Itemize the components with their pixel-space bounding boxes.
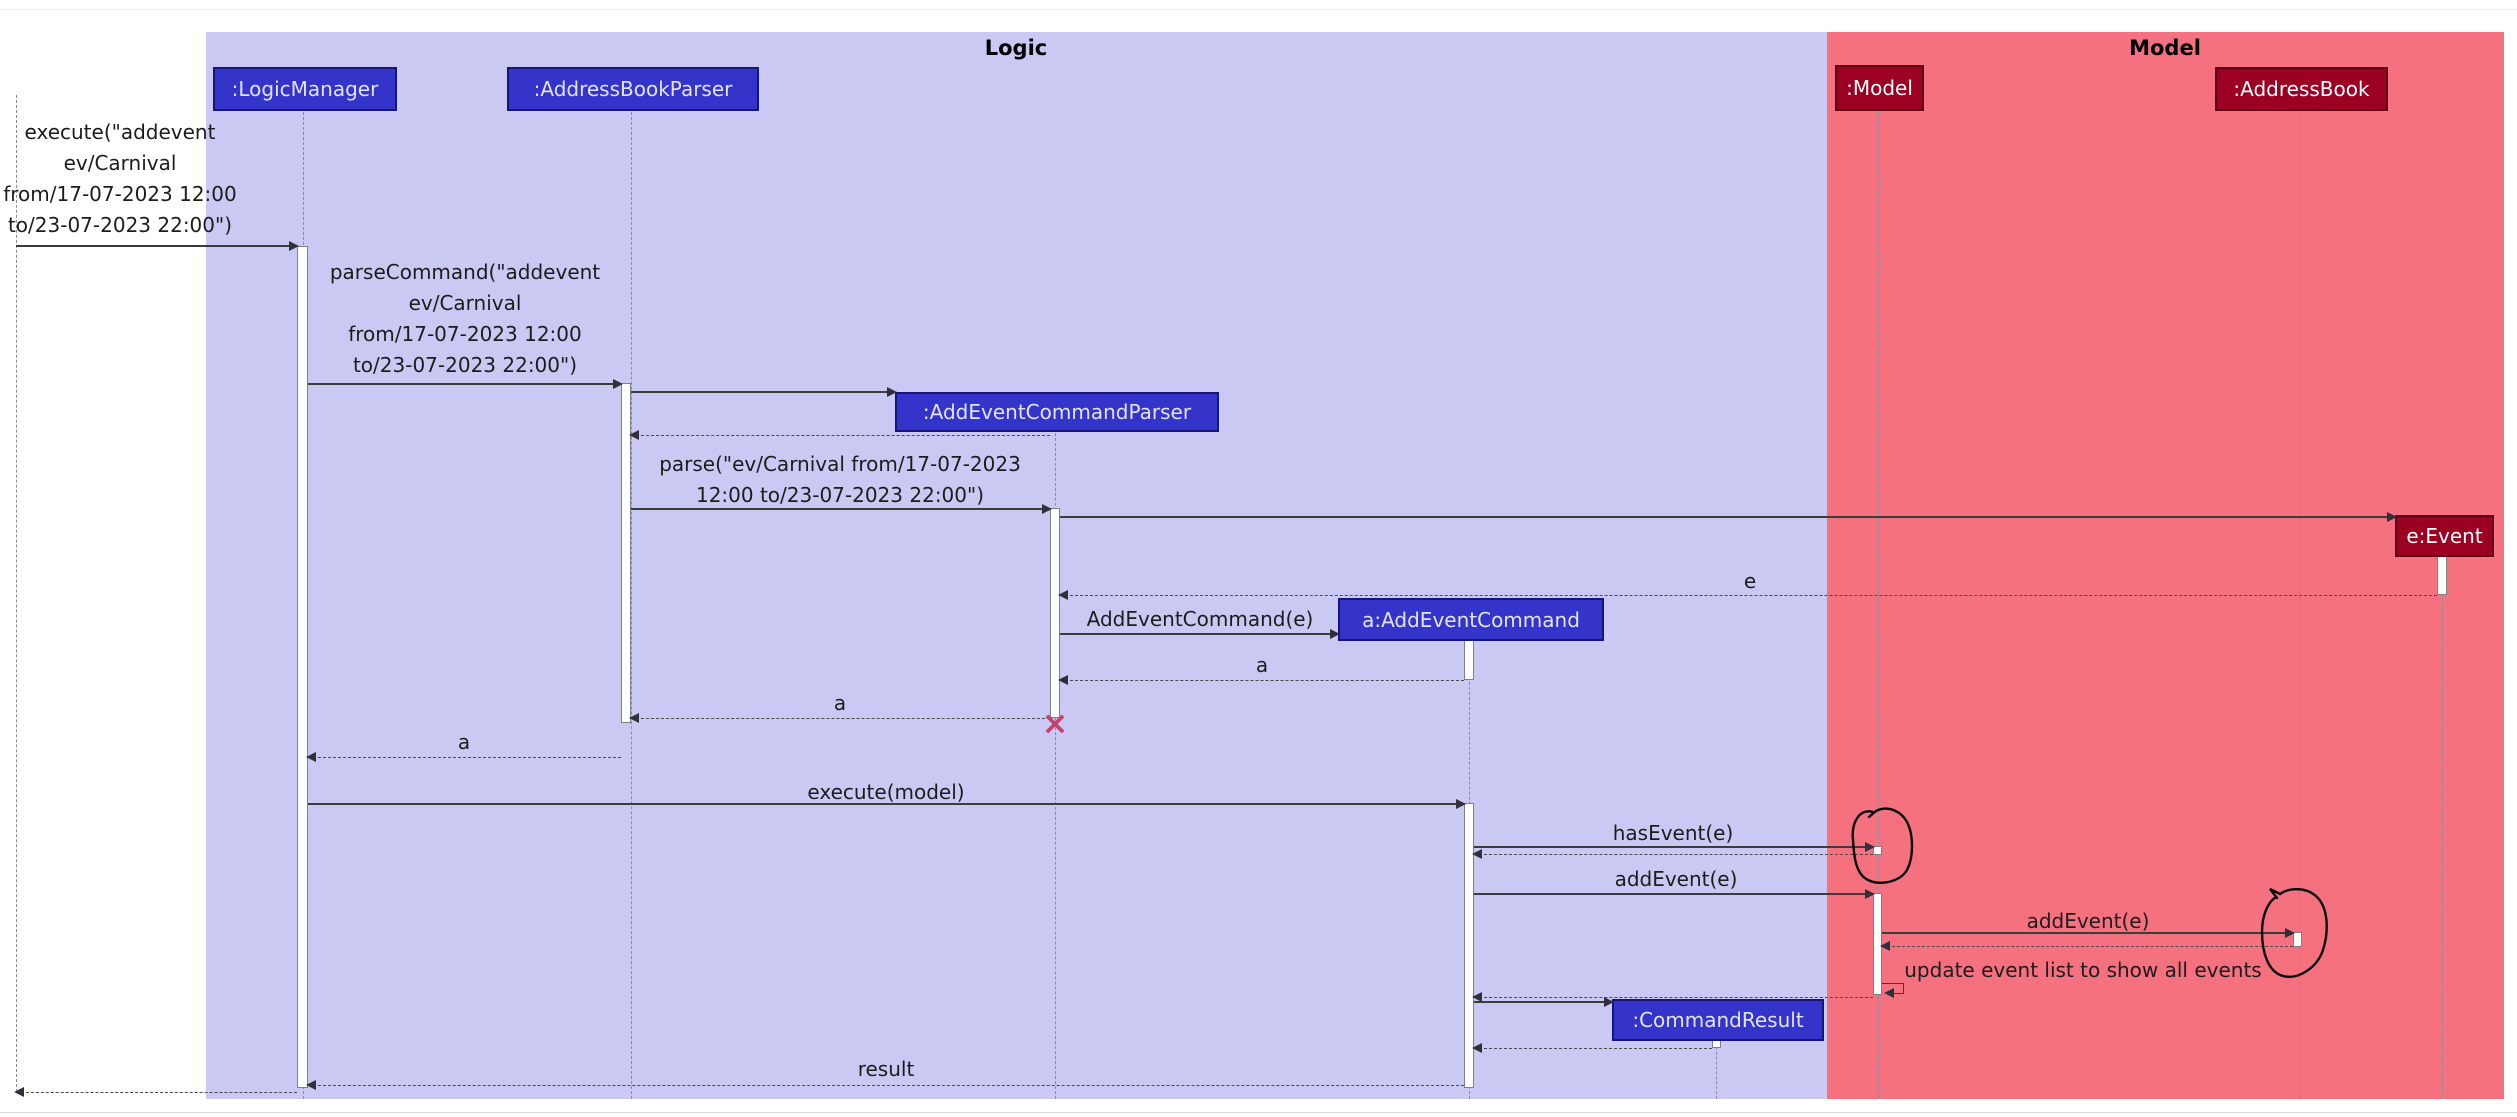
lifeline-commandresult [1716,1037,1717,1099]
message-arrow-execute [16,241,299,251]
participant-event-label: e:Event [2406,524,2483,548]
arrowhead-icon [1472,1043,1482,1053]
arrowhead-icon [1472,992,1482,1002]
message-arrow-create-addeventcommand [1060,629,1340,639]
participant-addressbook: :AddressBook [2215,67,2388,111]
return-arrow-commandresult [1472,1043,1712,1053]
arrowhead-icon [14,1087,24,1097]
message-label-hasevent: hasEvent(e) [1612,821,1734,845]
self-message-side-line [1903,983,1904,993]
arrowhead-icon [887,387,897,397]
participant-addressbook-label: :AddressBook [2233,77,2370,101]
arrowhead-icon [1865,842,1875,852]
lifeline-addressbookparser [631,107,632,1099]
activation-logicmanager [297,246,308,1088]
message-label-return-a1: a [1255,653,1269,677]
message-label-addevent-book: addEvent(e) [2026,909,2150,933]
return-arrow-model [1472,992,1873,1002]
message-arrow-addevent-model [1474,889,1875,899]
arrowhead-icon [306,752,316,762]
lifeline-caller [16,95,17,1092]
participant-addeventcommandparser-label: :AddEventCommandParser [922,400,1192,424]
arrowhead-icon [1604,997,1614,1007]
arrowhead-icon [1456,799,1466,809]
model-frame-title: Model [2129,36,2201,60]
message-arrow-create-addeventcommandparser [631,387,897,397]
message-label-parsecommand: parseCommand("addevent ev/Carnival from/… [329,260,601,377]
message-arrow-create-commandresult [1474,997,1614,1007]
activation-addeventcommand-create [1464,637,1474,680]
message-arrow-parse [631,504,1052,514]
message-label-addevent-model: addEvent(e) [1614,867,1738,891]
participant-addressbookparser-label: :AddressBookParser [533,77,733,101]
lifeline-addressbook [2299,107,2300,1099]
arrowhead-icon [613,379,623,389]
arrowhead-icon [306,1080,316,1090]
message-label-return-e: e [1743,569,1757,593]
message-label-execute-model: execute(model) [807,780,965,804]
arrowhead-icon [1880,941,1890,951]
bottom-hairline [0,1112,2517,1113]
participant-addressbookparser: :AddressBookParser [507,67,759,111]
destroy-cross-icon: × [1041,704,1069,742]
participant-model-label: :Model [1846,76,1913,100]
lifeline-addeventcommandparser [1055,428,1056,1099]
lifeline-model [1878,107,1879,1099]
arrowhead-icon [629,430,639,440]
participant-addeventcommandparser: :AddEventCommandParser [895,392,1219,432]
participant-addeventcommand-label: a:AddEventCommand [1362,607,1580,632]
arrowhead-icon [1330,629,1340,639]
top-hairline [0,9,2517,10]
message-label-update-event-list: update event list to show all events [1904,958,2262,982]
self-message-bottom-line [1884,988,1904,998]
arrowhead-icon [1472,849,1482,859]
arrowhead-icon [2285,928,2295,938]
message-arrow-execute-model [308,799,1466,809]
return-arrow-a3 [306,752,621,762]
activation-addeventcommandparser [1050,508,1060,718]
message-label-return-a2: a [833,691,847,715]
self-message-top-line [1882,983,1904,984]
model-frame [1827,32,2504,1099]
message-label-execute: execute("addevent ev/Carnival from/17-07… [3,120,237,237]
message-arrow-create-event [1060,512,2397,522]
return-arrow-a1 [1058,675,1464,685]
arrowhead-icon [1042,504,1052,514]
arrowhead-icon [1884,988,1894,998]
return-arrow-e [1058,590,2437,600]
logic-frame-title: Logic [984,36,1048,60]
arrowhead-icon [1058,590,1068,600]
participant-event: e:Event [2395,515,2494,557]
participant-model: :Model [1835,65,1924,111]
participant-logicmanager-label: :LogicManager [231,77,379,101]
message-arrow-parsecommand [308,379,623,389]
message-label-addeventcommand: AddEventCommand(e) [1086,607,1314,631]
participant-commandresult-label: :CommandResult [1632,1008,1804,1032]
return-arrow-addevent-book [1880,941,2293,951]
message-label-parse: parse("ev/Carnival from/17-07-2023 12:00… [659,452,1021,507]
return-arrow-result [306,1080,1464,1090]
participant-commandresult: :CommandResult [1612,999,1824,1041]
return-arrow-to-caller [14,1087,297,1097]
message-label-return-a3: a [457,730,471,754]
activation-addeventcommand-execute [1464,803,1474,1088]
lifeline-event [2442,553,2443,1099]
arrowhead-icon [1865,889,1875,899]
return-arrow-create-ack [629,430,1050,440]
logic-frame [206,32,1827,1099]
arrowhead-icon [2387,512,2397,522]
participant-addeventcommand: a:AddEventCommand [1338,598,1604,641]
return-arrow-a2 [629,713,1050,723]
message-arrow-hasevent [1474,842,1875,852]
return-arrow-hasevent [1472,849,1873,859]
arrowhead-icon [629,713,639,723]
activation-event [2437,553,2447,595]
activation-addressbookparser [621,383,631,723]
arrowhead-icon [289,241,299,251]
message-label-result: result [857,1057,915,1081]
participant-logicmanager: :LogicManager [213,67,397,111]
message-arrow-addevent-book [1882,928,2295,938]
arrowhead-icon [1058,675,1068,685]
